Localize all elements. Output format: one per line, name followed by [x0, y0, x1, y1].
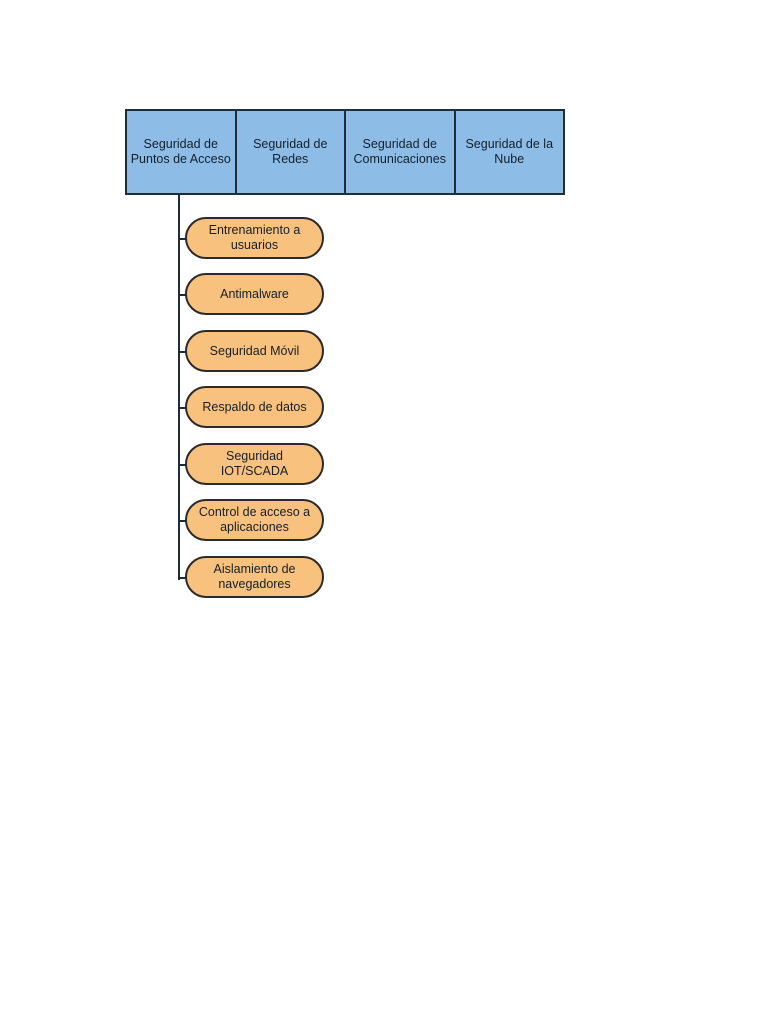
child-node-iot-scada-security: Seguridad IOT/SCADA — [185, 443, 324, 485]
connector-trunk-line — [178, 195, 180, 580]
connector-branch — [178, 238, 186, 240]
connector-branch — [178, 520, 186, 522]
child-node-data-backup: Respaldo de datos — [185, 386, 324, 428]
connector-branch — [178, 464, 186, 466]
category-endpoint-security: Seguridad de Puntos de Acceso — [127, 111, 237, 193]
child-node-antimalware: Antimalware — [185, 273, 324, 315]
category-network-security: Seguridad de Redes — [237, 111, 346, 193]
connector-branch — [178, 577, 186, 579]
category-header-row: Seguridad de Puntos de Acceso Seguridad … — [125, 109, 565, 195]
connector-branch — [178, 351, 186, 353]
child-node-user-training: Entrenamiento a usuarios — [185, 217, 324, 259]
connector-branch — [178, 407, 186, 409]
connector-branch — [178, 294, 186, 296]
child-node-app-access-control: Control de acceso a aplicaciones — [185, 499, 324, 541]
child-node-browser-isolation: Aislamiento de navegadores — [185, 556, 324, 598]
category-cloud-security: Seguridad de la Nube — [465, 137, 554, 166]
child-node-mobile-security: Seguridad Móvil — [185, 330, 324, 372]
category-communications-security: Seguridad de Comunicaciones — [346, 111, 456, 193]
